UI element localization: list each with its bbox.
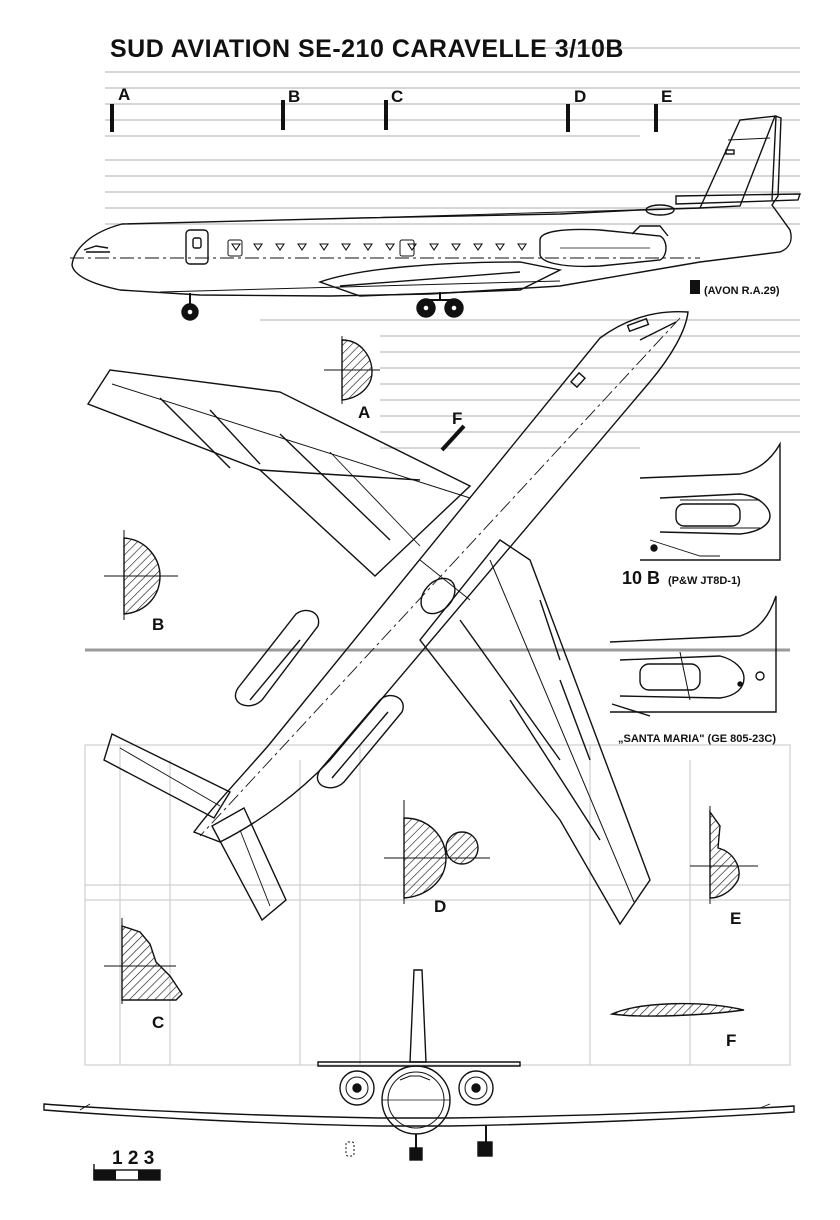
section-label-b: B [152,615,164,634]
left-wing-plan [86,369,472,577]
fuselage-side-outline [71,115,792,297]
scale-bar [93,1164,161,1181]
variant-10b-label: 10 B [622,568,660,588]
background-text-lines [105,47,800,449]
fin-front [409,969,427,1063]
cut-label-b: B [288,87,300,106]
cut-label-a: A [118,85,130,104]
santa-maria-engine-note: „SANTA MARIA" (GE 805-23C) [618,733,776,745]
section-c [104,918,183,1004]
cut-marker-f [440,424,466,452]
section-label-a: A [358,403,370,422]
right-wing-plan [419,539,651,926]
right-tailplane-plan [211,807,287,922]
cut-label-e: E [661,87,672,106]
engine-nacelle-side [539,228,667,268]
wing-front [43,1103,795,1127]
left-tailplane-plan [103,733,231,819]
scale-digits: 1 2 3 [112,1148,154,1169]
side-door [185,229,209,265]
detail-10b-engine [639,441,781,561]
front-view [43,969,795,1161]
tail-fin-side [699,115,777,209]
cabin-windows [230,243,528,251]
section-label-d: D [434,897,446,916]
cockpit-window [83,245,109,251]
tailplane-side [675,193,801,205]
section-b [104,530,178,620]
section-label-e: E [730,909,741,928]
section-f-airfoil [609,1002,745,1017]
avon-engine-note: (AVON R.A.29) [704,285,780,297]
wing-side [317,261,563,297]
avon-marker [690,280,700,294]
engine-right-front [458,1070,494,1106]
section-e [690,806,758,904]
side-view [70,115,801,321]
section-d [384,800,490,904]
engine-right-plan [316,694,404,789]
cut-label-f: F [452,409,462,428]
variant-10b-engine: (P&W JT8D-1) [668,575,741,587]
detail-santa-maria-engine [609,595,777,717]
cut-label-c: C [391,87,403,106]
engine-left-plan [234,609,320,707]
section-label-f: F [726,1031,736,1050]
cut-label-d: D [574,87,586,106]
drawing-title: SUD AVIATION SE-210 CARAVELLE 3/10B [110,35,624,63]
section-cut-markers [110,100,658,132]
tailplane-front [317,1061,521,1067]
engine-left-front [339,1070,375,1106]
section-label-c: C [152,1013,164,1032]
plan-view [86,310,689,926]
section-a [324,336,380,404]
